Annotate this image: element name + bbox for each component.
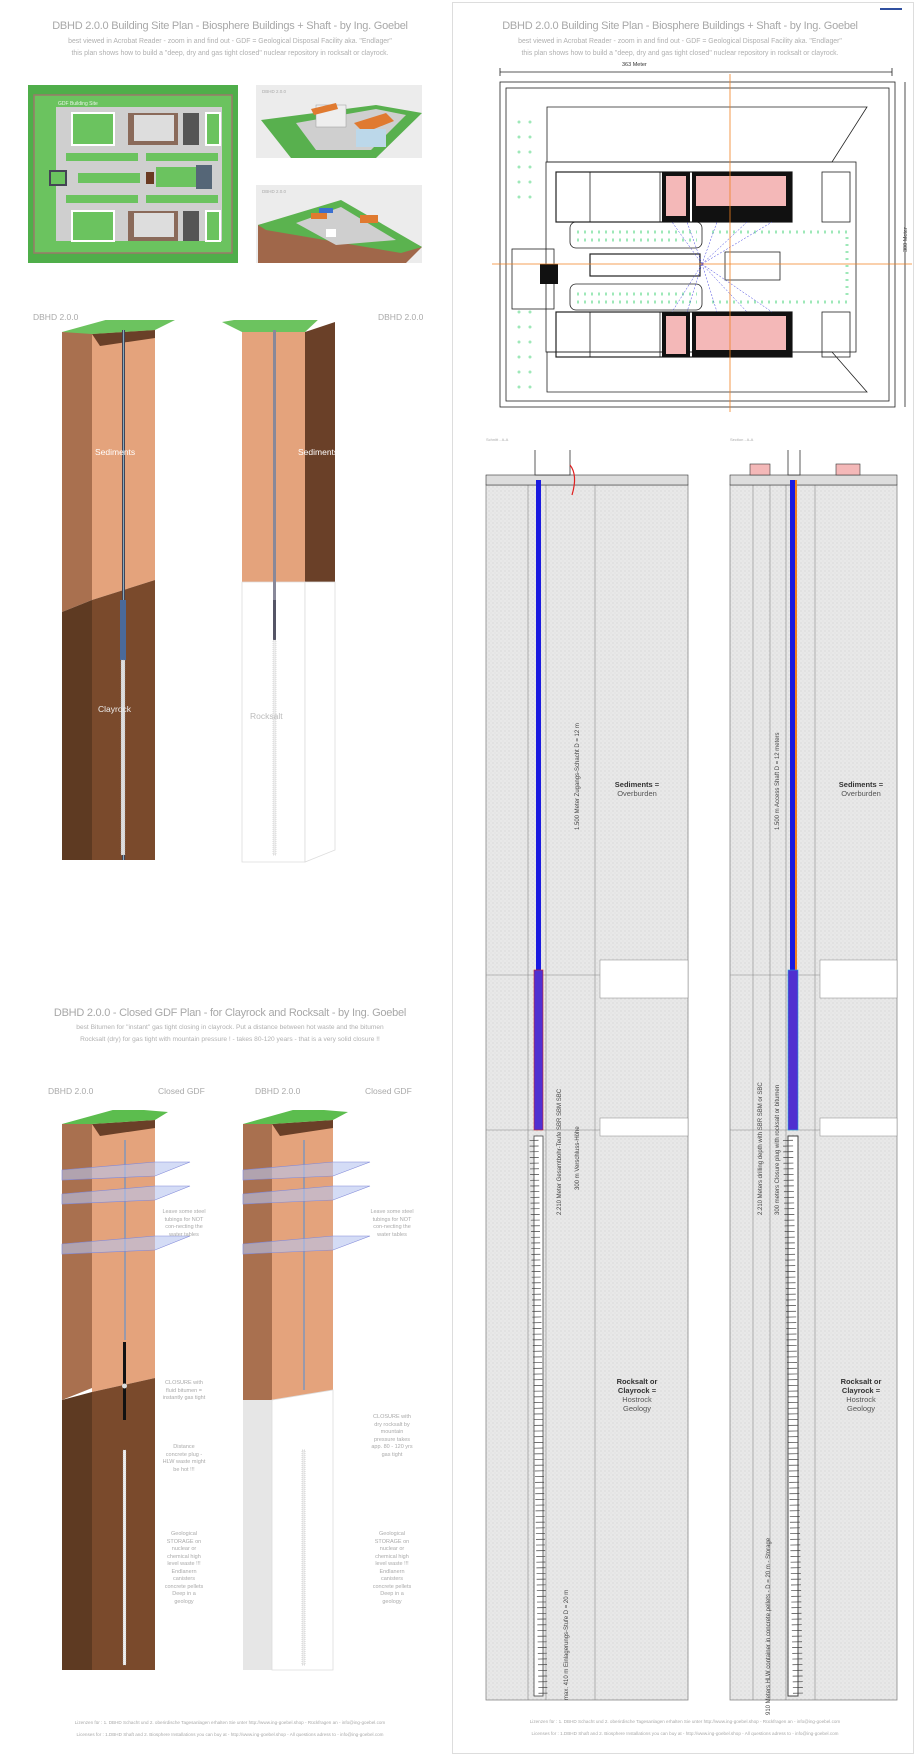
- dim-shaft-right: 1.500 m Access Shaft D = 12 meters: [775, 732, 781, 830]
- site-3d-render-1: DBHD 2.0.0: [256, 85, 422, 158]
- site-plan-subtitle: best viewed in Acrobat Reader - zoom in …: [518, 38, 842, 45]
- note-closure: CLOSURE with fluid bitumen = instantly g…: [162, 1380, 206, 1401]
- layer-label-rocksalt: Rocksalt: [250, 711, 283, 721]
- section-right: [729, 450, 898, 1701]
- access-shaft: [536, 480, 541, 970]
- layer-label-clayrock: Clayrock: [98, 704, 132, 714]
- site-plan-subtitle: this plan shows how to build a "deep, dr…: [71, 50, 389, 57]
- note-storage: Geological STORAGE on nuclear or chemica…: [164, 1531, 204, 1605]
- note-closure: CLOSURE with dry rocksalt by mountain pr…: [371, 1414, 413, 1458]
- closed-gdf-subtitle: Rocksalt (dry) for gas tight with mounta…: [80, 1036, 380, 1043]
- layer-label-sediments: Sediments: [298, 447, 339, 457]
- section-left-label: Schnitt - A-A: [486, 437, 509, 442]
- footer-license-en: Licenses for : 1.DBHD Shaft and 2. Biosp…: [76, 1732, 384, 1737]
- clayrock-column: [62, 320, 175, 860]
- gdf-right-label: DBHD 2.0.0: [255, 1086, 301, 1096]
- overburden-text: Overburden: [617, 789, 657, 798]
- note-water-tables: Leave some steel tubings for NOT con-nec…: [370, 1209, 414, 1238]
- gdf-right-status: Closed GDF: [365, 1086, 412, 1096]
- closed-gdf-columns: [60, 1110, 390, 1680]
- note-distance: Distance concrete plug - HLW waste might…: [162, 1444, 206, 1473]
- render-label: DBHD 2.0.0: [262, 89, 287, 94]
- overburden-bold: Sediments =: [838, 780, 884, 789]
- footer-license-en: Licenses for : 1.DBHD Shaft and 2. Biosp…: [531, 1731, 839, 1736]
- width-dimension: 363 Meter: [622, 62, 647, 68]
- overburden-label-right: Sediments =Overburden: [816, 780, 906, 798]
- dim-closure-right: 300 meters Closure plug with rocksalt or…: [775, 1084, 781, 1215]
- layer-label-sediments: Sediments: [95, 447, 136, 457]
- dim-closure-left: 300 m Verschluss-Höhe: [575, 1126, 581, 1190]
- height-dimension: 300 Meter: [903, 227, 909, 252]
- hostrock-text: Geology: [623, 1404, 651, 1413]
- site-3d-render-2: DBHD 2.0.0: [256, 185, 422, 263]
- closed-gdf-clayrock-column: [61, 1110, 191, 1670]
- axis-lines: [492, 74, 912, 412]
- section-left: [485, 450, 689, 1701]
- plan-label: GDF Building Site: [58, 101, 98, 107]
- dim-storage-right: 910 Meters HLW container in concrete pel…: [766, 1537, 772, 1715]
- hostrock-bold: Clayrock =: [617, 1386, 657, 1395]
- overburden-bold: Sediments =: [614, 780, 660, 789]
- rocksalt-column: [222, 320, 336, 863]
- closed-gdf-rocksalt-column: [242, 1110, 371, 1671]
- note-storage: Geological STORAGE on nuclear or chemica…: [372, 1531, 412, 1605]
- site-plan-render: GDF Building Site: [28, 85, 238, 263]
- render-label: DBHD 2.0.0: [262, 189, 287, 194]
- dim-storage-left: max. 410 m Einlagerungs-Stufe D = 20 m: [564, 1589, 570, 1700]
- gdf-left-status: Closed GDF: [158, 1086, 205, 1096]
- shaft-3d-columns: [60, 320, 390, 970]
- hostrock-text: Hostrock: [846, 1395, 876, 1404]
- dim-total-right: 2.210 Meters drilling depth with SBR SBM…: [758, 1082, 764, 1215]
- storage-ladder: [529, 1135, 548, 1697]
- gdf-left-label: DBHD 2.0.0: [48, 1086, 94, 1096]
- note-water-tables: Leave some steel tubings for NOT con-nec…: [162, 1209, 206, 1238]
- site-plan-subtitle: this plan shows how to build a "deep, dr…: [521, 50, 839, 57]
- hostrock-text: Hostrock: [622, 1395, 652, 1404]
- hostrock-bold: Rocksalt or: [616, 1377, 658, 1386]
- site-plan-title: DBHD 2.0.0 Building Site Plan - Biospher…: [52, 20, 408, 32]
- dim-shaft-left: 1.500 Meter Zugangs-Schacht D = 12 m: [575, 723, 581, 830]
- site-plan-title-right: DBHD 2.0.0 Building Site Plan - Biospher…: [502, 20, 858, 32]
- site-plan-subtitle: best viewed in Acrobat Reader - zoom in …: [68, 38, 392, 45]
- hostrock-bold: Rocksalt or: [840, 1377, 882, 1386]
- cad-site-plan: 363 Meter 300 Meter: [472, 62, 912, 417]
- overburden-label-left: Sediments =Overburden: [592, 780, 682, 798]
- shaft-right-label: DBHD 2.0.0: [378, 312, 424, 322]
- closed-gdf-title: DBHD 2.0.0 - Closed GDF Plan - for Clayr…: [53, 1007, 407, 1019]
- right-panel-frame: [452, 2, 914, 1754]
- shaft-left-label: DBHD 2.0.0: [33, 312, 79, 322]
- hostrock-bold: Clayrock =: [841, 1386, 881, 1395]
- closed-gdf-subtitle: best Bitumen for "instant" gas tight clo…: [76, 1024, 384, 1031]
- footer-license-de: Lizenzen für : 1. DBHD Schacht und 2. ob…: [74, 1720, 386, 1725]
- corner-mark: [880, 8, 902, 10]
- footer-license-de: Lizenzen für : 1. DBHD Schacht und 2. ob…: [529, 1719, 841, 1724]
- section-right-label: Section - A-A: [730, 437, 754, 442]
- cross-sections: [480, 450, 900, 1710]
- overburden-text: Overburden: [841, 789, 881, 798]
- dim-total-left: 2.210 Meter Gesamtbohr-Teufe SBR SBM SBC: [557, 1088, 563, 1215]
- closure-section: [533, 969, 544, 1131]
- hostrock-text: Geology: [847, 1404, 875, 1413]
